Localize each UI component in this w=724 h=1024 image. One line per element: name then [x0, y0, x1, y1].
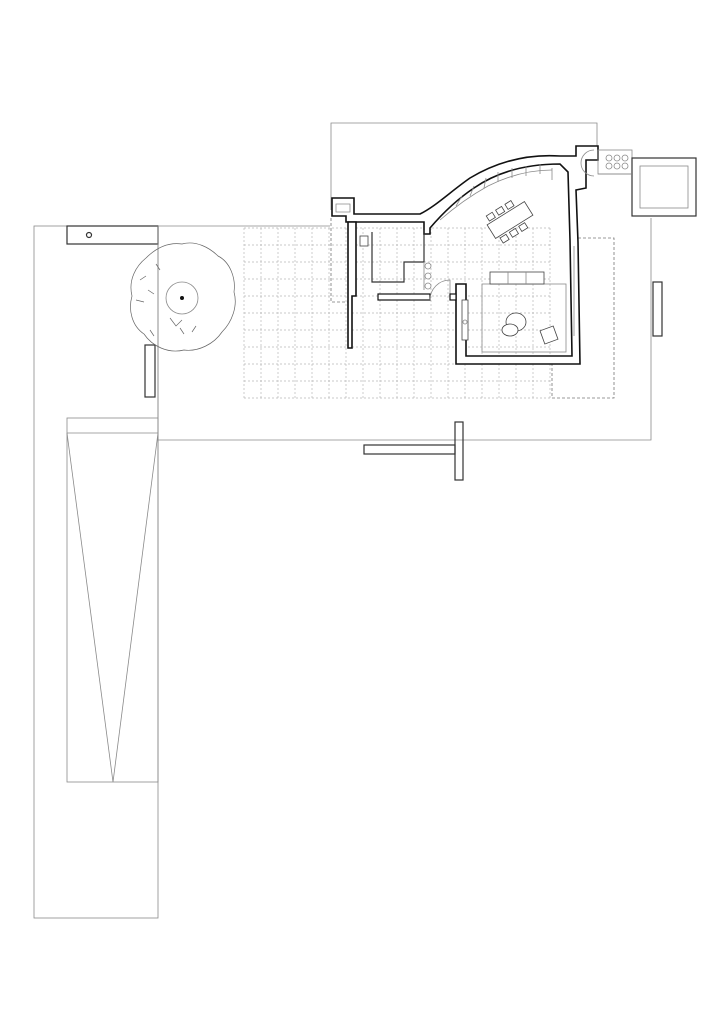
outdoor-kitchen	[580, 149, 697, 217]
burner	[613, 154, 621, 162]
upper-boundary	[330, 122, 598, 210]
left-overhang	[330, 218, 348, 303]
house	[330, 122, 615, 399]
tree	[130, 242, 236, 352]
door-swing	[429, 279, 451, 301]
tree-trunk-ring	[165, 281, 199, 315]
planter-bed-taper	[66, 432, 159, 783]
hot-tub	[631, 157, 697, 217]
grill-counter	[597, 149, 633, 175]
burner	[621, 162, 629, 170]
burner	[613, 162, 621, 170]
kitchen-counter	[371, 230, 425, 283]
sink-drain	[85, 231, 93, 239]
burner	[605, 154, 613, 162]
outdoor-door-swing	[580, 149, 595, 177]
terrace-outline	[158, 218, 652, 441]
hot-tub-basin	[639, 165, 689, 209]
terrace	[158, 218, 663, 481]
left-wall	[347, 221, 357, 349]
right-overhang	[551, 237, 615, 399]
sofa	[489, 271, 545, 285]
burner	[605, 162, 613, 170]
garden-bench	[144, 344, 156, 398]
outdoor-sink-counter	[66, 225, 159, 245]
tree-center	[180, 296, 184, 300]
right-bench	[652, 281, 663, 337]
window-wall	[377, 293, 431, 301]
left-garden-strip	[33, 225, 159, 919]
paving-grid	[243, 227, 552, 399]
armchair	[539, 325, 559, 345]
stair-treads	[455, 164, 541, 207]
burner	[621, 154, 629, 162]
kitchen-appliance	[359, 235, 369, 247]
stair-inner	[439, 169, 553, 221]
long-planter-bed	[66, 417, 159, 783]
tree-canopy	[130, 242, 236, 352]
dining-table	[485, 200, 534, 244]
terrace-step	[363, 444, 456, 455]
terrace-step-post	[454, 421, 464, 481]
